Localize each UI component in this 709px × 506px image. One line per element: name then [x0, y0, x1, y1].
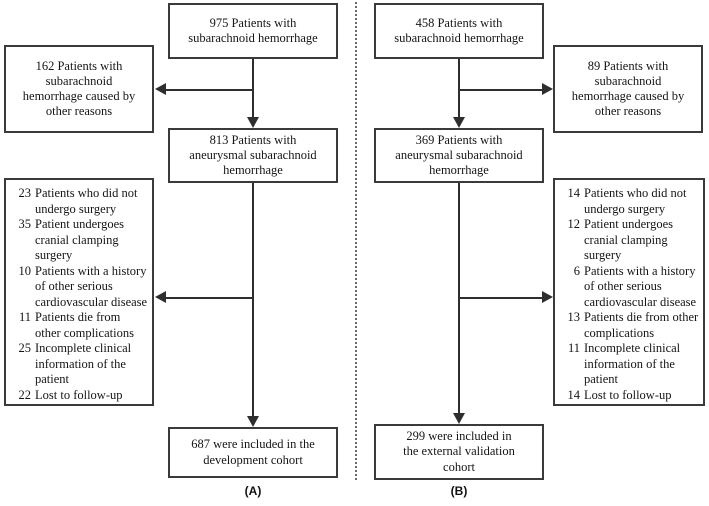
exclusion-item-count: 25	[18, 341, 32, 355]
exclusion-item-reason: Patients who did not undergo surgery	[584, 186, 687, 216]
panel-divider	[355, 2, 357, 480]
connector-a-total-to-aneurysmal	[252, 59, 254, 117]
arrowhead-a-aneurysmal-to-final	[247, 416, 259, 427]
exclusion-item-reason: Incomplete clinical information of the p…	[584, 341, 681, 386]
node-aneurysmal-a-text: 813 Patients with aneurysmal subarachnoi…	[189, 132, 317, 178]
arrowhead-b-aneurysmal-to-final	[453, 413, 465, 424]
arrowhead-a-excluded-cause	[155, 83, 166, 95]
node-excluded-cause-b-text: 89 Patients with subarachnoid hemorrhage…	[571, 58, 685, 119]
exclusion-item-reason: Lost to follow-up	[35, 387, 123, 402]
exclusion-item-reason: Patients with a history of other serious…	[584, 263, 697, 309]
panel-label-b-text: (B)	[450, 484, 468, 498]
exclusion-item-count: 23	[18, 186, 32, 200]
node-final-cohort-b: 299 were included in the external valida…	[374, 424, 544, 480]
exclusion-item-count: 35	[18, 217, 32, 231]
node-excluded-cause-b: 89 Patients with subarachnoid hemorrhage…	[553, 45, 703, 133]
arrowhead-b-excluded-cause	[542, 83, 553, 95]
node-aneurysmal-b-text: 369 Patients with aneurysmal subarachnoi…	[395, 132, 523, 178]
exclusion-item-count: 11	[18, 310, 31, 324]
node-excluded-cause-a-text: 162 Patients with subarachnoid hemorrhag…	[22, 58, 136, 119]
node-final-cohort-b-text: 299 were included in the external valida…	[403, 429, 515, 474]
node-total-patients-b-text: 458 Patients with subarachnoid hemorrhag…	[394, 15, 524, 45]
node-final-cohort-a-text: 687 were included in the development coh…	[191, 437, 315, 467]
exclusion-item-reason: Patients with a history of other serious…	[35, 263, 148, 309]
exclusion-item-count: 11	[567, 341, 580, 355]
exclusion-item-count: 14	[567, 186, 581, 200]
connector-b-total-to-aneurysmal	[458, 59, 460, 117]
node-total-patients-a-text: 975 Patients with subarachnoid hemorrhag…	[188, 15, 318, 45]
exclusion-item-reason: Incomplete clinical information of the p…	[35, 341, 132, 386]
exclusion-item: 11 Patients die from other complications	[12, 310, 148, 341]
exclusion-item-reason: Patient undergoes cranial clamping surge…	[584, 217, 673, 262]
exclusion-item-count: 14	[567, 387, 581, 402]
arrowhead-b-total-to-aneurysmal	[453, 117, 465, 128]
connector-a-aneurysmal-to-final	[252, 183, 254, 417]
connector-b-branch-excluded-cause	[458, 89, 542, 91]
node-total-patients-a: 975 Patients with subarachnoid hemorrhag…	[168, 3, 338, 59]
exclusion-item-reason: Patients die from other complications	[35, 310, 134, 340]
node-excluded-cause-a: 162 Patients with subarachnoid hemorrhag…	[4, 45, 154, 133]
exclusion-item-count: 12	[567, 217, 581, 231]
arrowhead-a-exclusion-list	[155, 291, 166, 303]
arrowhead-a-total-to-aneurysmal	[247, 117, 259, 128]
panel-label-a: (A)	[168, 484, 338, 498]
exclusion-item-count: 6	[573, 263, 580, 278]
node-final-cohort-a: 687 were included in the development coh…	[168, 427, 338, 478]
panel-label-a-text: (A)	[244, 484, 262, 498]
exclusion-item-reason: Patient undergoes cranial clamping surge…	[35, 217, 124, 262]
connector-a-branch-excluded-cause	[166, 89, 254, 91]
exclusion-item-reason: Patients who did not undergo surgery	[35, 186, 138, 216]
node-total-patients-b: 458 Patients with subarachnoid hemorrhag…	[374, 3, 544, 59]
connector-a-branch-exclusion-list	[166, 297, 254, 299]
exclusion-item-count: 13	[567, 310, 581, 324]
exclusion-item-reason: Patients die from other complications	[584, 310, 699, 340]
exclusion-item-count: 10	[18, 263, 32, 278]
arrowhead-b-exclusion-list	[542, 291, 553, 303]
exclusion-item: 11 Incomplete clinical information of the…	[561, 341, 699, 388]
panel-label-b: (B)	[374, 484, 544, 498]
node-aneurysmal-a: 813 Patients with aneurysmal subarachnoi…	[168, 128, 338, 183]
exclusion-item-count: 22	[18, 387, 32, 402]
exclusion-item-reason: Lost to follow-up	[584, 387, 672, 402]
connector-b-branch-exclusion-list	[458, 297, 542, 299]
node-aneurysmal-b: 369 Patients with aneurysmal subarachnoi…	[374, 128, 544, 183]
exclusion-item: 6 Patients with a history of other seriou…	[561, 264, 699, 311]
